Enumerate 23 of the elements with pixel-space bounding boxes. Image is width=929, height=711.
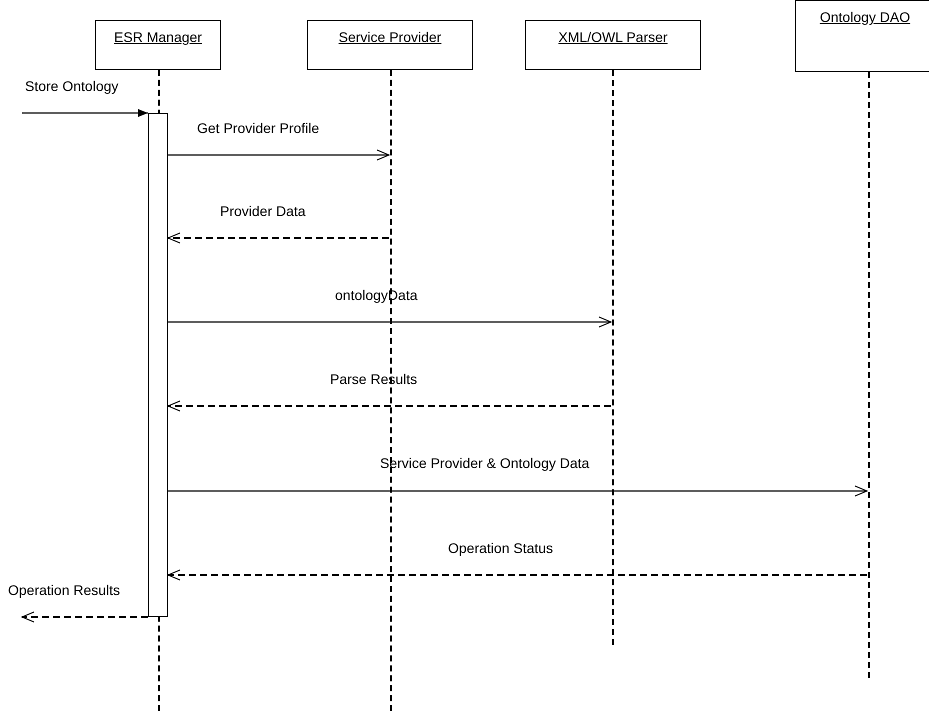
message-arrow [22,109,148,117]
message-arrow [168,486,868,496]
message-arrow [168,316,612,328]
participant-box: Ontology DAO [795,0,929,72]
message-label: Service Provider & Ontology Data [380,455,590,471]
message-arrow [22,612,148,622]
lifeline [612,70,614,645]
participant-box: XML/OWL Parser [525,20,701,70]
participant-box: ESR Manager [95,20,221,70]
participant-box: Service Provider [307,20,473,70]
message-arrow [168,570,867,580]
message-label: ontologyData [335,287,418,303]
message-label: Parse Results [330,371,418,387]
message-label: Operation Results [8,582,120,598]
message-label: Store Ontology [25,78,118,94]
message-label: Provider Data [220,203,306,219]
message-label: Get Provider Profile [197,120,320,136]
lifeline [868,72,870,678]
message-arrow [168,232,389,244]
message-arrow [168,400,611,412]
activation-bar [148,113,168,617]
message-label: Operation Status [448,540,554,556]
message-arrow [168,150,390,160]
